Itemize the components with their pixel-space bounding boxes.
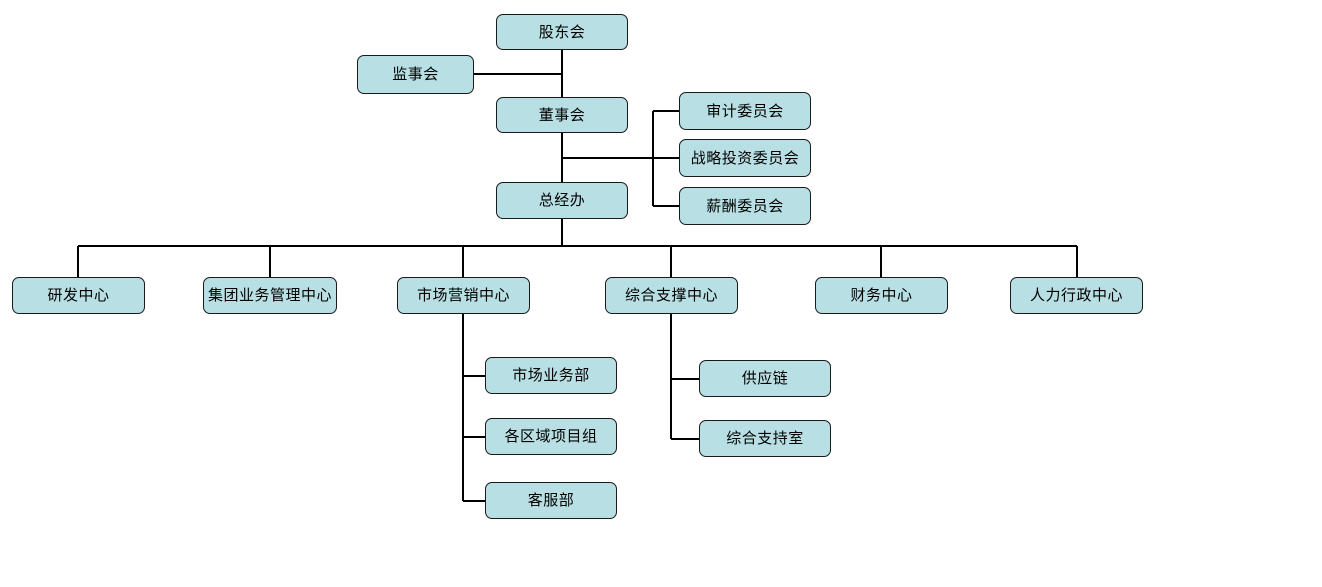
node-label-supervisory-board: 监事会 (392, 66, 439, 83)
node-shareholders[interactable]: 股东会 (496, 14, 628, 50)
node-supply-chain[interactable]: 供应链 (699, 360, 831, 397)
node-label-general-manager-office: 总经办 (538, 192, 586, 209)
node-compensation-committee[interactable]: 薪酬委员会 (679, 187, 811, 225)
node-label-compensation-committee: 薪酬委员会 (706, 197, 784, 215)
node-label-customer-service-department: 客服部 (527, 492, 575, 509)
node-label-hr-admin-center: 人力行政中心 (1029, 287, 1123, 304)
node-comprehensive-support-center[interactable]: 综合支撑中心 (605, 277, 738, 314)
node-label-rd-center: 研发中心 (47, 287, 110, 304)
node-label-shareholders: 股东会 (538, 23, 586, 41)
node-label-marketing-center: 市场营销中心 (416, 287, 510, 304)
node-board-of-directors[interactable]: 董事会 (496, 97, 628, 133)
node-general-manager-office[interactable]: 总经办 (496, 182, 628, 219)
node-supervisory-board[interactable]: 监事会 (357, 55, 474, 94)
node-marketing-center[interactable]: 市场营销中心 (397, 277, 530, 314)
node-group-business-management-center[interactable]: 集团业务管理中心 (203, 277, 337, 314)
node-market-business-department[interactable]: 市场业务部 (485, 357, 617, 394)
node-label-supply-chain: 供应链 (741, 370, 789, 387)
node-label-comprehensive-support-office: 综合支持室 (726, 430, 804, 447)
node-hr-admin-center[interactable]: 人力行政中心 (1010, 277, 1143, 314)
node-finance-center[interactable]: 财务中心 (815, 277, 948, 314)
node-label-finance-center: 财务中心 (850, 287, 913, 304)
node-regional-project-teams[interactable]: 各区域项目组 (485, 418, 617, 455)
node-comprehensive-support-office[interactable]: 综合支持室 (699, 420, 831, 457)
node-audit-committee[interactable]: 审计委员会 (679, 92, 811, 130)
node-label-audit-committee: 审计委员会 (706, 102, 784, 120)
node-label-board-of-directors: 董事会 (538, 106, 586, 124)
node-rd-center[interactable]: 研发中心 (12, 277, 145, 314)
node-label-strategy-investment-committee: 战略投资委员会 (690, 149, 800, 167)
node-label-comprehensive-support-center: 综合支撑中心 (624, 287, 718, 304)
node-label-market-business-department: 市场业务部 (512, 367, 590, 384)
node-customer-service-department[interactable]: 客服部 (485, 482, 617, 519)
node-label-group-business-management-center: 集团业务管理中心 (207, 287, 332, 304)
node-strategy-investment-committee[interactable]: 战略投资委员会 (679, 139, 811, 177)
node-label-regional-project-teams: 各区域项目组 (504, 428, 598, 445)
